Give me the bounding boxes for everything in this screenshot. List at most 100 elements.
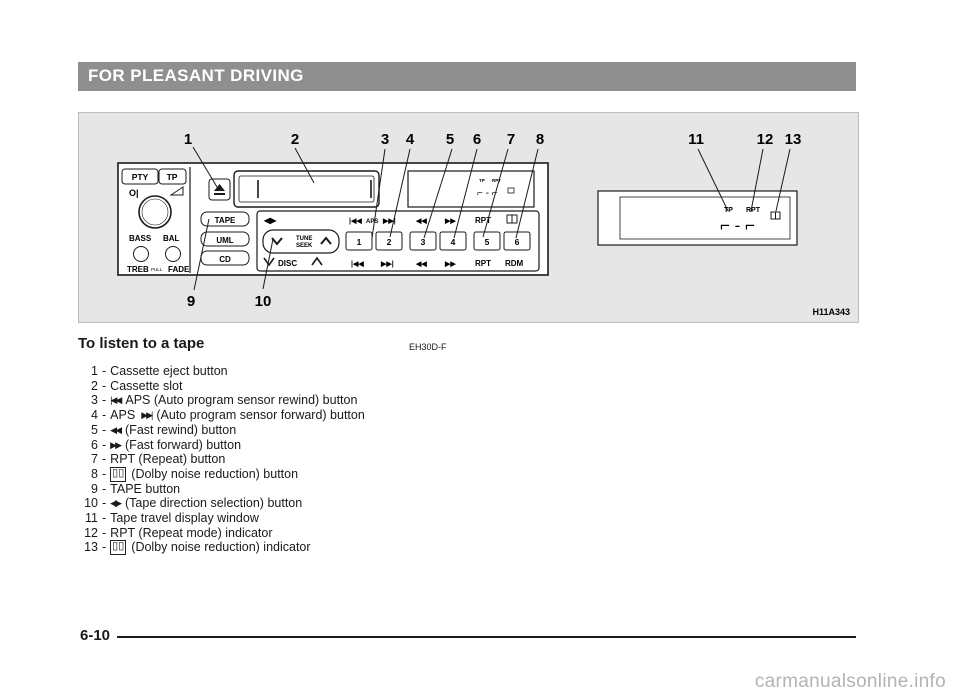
tune-up-icon [320, 236, 332, 245]
skip-forward-icon: ▶▶| [141, 410, 153, 421]
disc-label: DISC [278, 259, 297, 268]
pull-label: PULL [151, 267, 163, 272]
callout-10: 10 [255, 293, 272, 310]
legend-text: (Tape direction selection) button [125, 496, 303, 511]
legend-dash: - [102, 408, 107, 423]
rewind-to-start-icon: |◀◀ [110, 395, 122, 406]
legend-dash: - [102, 422, 107, 437]
legend-text: Cassette slot [110, 378, 183, 393]
legend-number: 12 [84, 525, 98, 540]
treb-label: TREB [127, 265, 149, 274]
page-number: 6-10 [80, 627, 111, 644]
disc-down-icon [263, 257, 275, 267]
preset-label-5: 5 [485, 237, 490, 247]
disc-up-icon [311, 256, 323, 266]
cassette-slot-inner [238, 175, 375, 203]
direction-icon: ◀▶ [263, 216, 277, 225]
legend-dash: - [102, 378, 107, 393]
legend-text: RPT (Repeat) button [110, 452, 226, 467]
dolby-icon: ▯▯ [110, 466, 127, 482]
section-header-bar: FOR PLEASANT DRIVING [78, 62, 856, 91]
callout-2: 2 [291, 131, 299, 148]
disc-rewind-icon: ◀◀ [415, 261, 427, 268]
small-display-dolby [507, 187, 515, 194]
aps-rewind-icon: |◀◀ [349, 218, 362, 225]
small-tape-display [407, 170, 535, 208]
disc-forward-icon: ▶▶ [444, 261, 456, 268]
callout-5: 5 [446, 131, 454, 148]
legend-item: 5-◀◀(Fast rewind) button [78, 423, 478, 438]
legend-dash: - [102, 540, 107, 555]
legend-text: Cassette eject button [110, 364, 228, 378]
bal-label: BAL [163, 234, 180, 243]
legend-dash: - [102, 393, 107, 408]
preset-label-4: 4 [451, 237, 456, 247]
tape-button-label: TAPE [215, 216, 236, 225]
legend-number: 2 [91, 378, 98, 393]
legend-item: 8-▯▯(Dolby noise reduction) button [78, 466, 478, 482]
tp-label: TP [167, 172, 178, 182]
radio-diagram-svg: PTY TP O| BASS BAL TREB PULL FADE TP RPT… [117, 131, 850, 317]
legend-item: 7-RPT (Repeat) button [78, 452, 478, 467]
legend-text: (Fast forward) button [125, 437, 242, 452]
power-icon: O| [129, 188, 139, 198]
small-display-rpt: RPT [492, 178, 501, 183]
fast-forward-icon: ▶▶ [444, 218, 456, 225]
preset-button-1 [345, 231, 373, 251]
legend-item: 10-◀▶(Tape direction selection) button [78, 496, 478, 511]
callout-8: 8 [536, 131, 544, 148]
fast-rewind-icon: ◀◀ [110, 424, 122, 435]
callout-6: 6 [473, 131, 481, 148]
disc-rdm-label: RDM [505, 259, 524, 268]
callout-13: 13 [785, 131, 802, 148]
tape-button [200, 211, 250, 227]
disc-rpt-label: RPT [475, 259, 491, 268]
aps-forward-icon: ▶▶| [382, 218, 396, 225]
legend-dash: - [102, 511, 107, 526]
volume-knob-inner [141, 198, 169, 226]
watermark: carmanualsonline.info [754, 671, 946, 692]
preset-label-6: 6 [515, 237, 520, 247]
legend-text: (Auto program sensor forward) button [156, 408, 365, 423]
callout-9: 9 [187, 293, 195, 310]
eject-icon [214, 184, 225, 195]
preset-label-3: 3 [421, 237, 426, 247]
legend-text: Tape travel display window [110, 511, 259, 526]
small-display-travel: ⌐ - ⌐ [477, 188, 498, 199]
volume-knob [138, 195, 172, 229]
big-display-rpt: RPT [746, 207, 761, 214]
footer-rule [117, 636, 856, 638]
radio-diagram: PTY TP O| BASS BAL TREB PULL FADE TP RPT… [78, 112, 859, 323]
uml-button [200, 231, 250, 247]
callout-7: 7 [507, 131, 515, 148]
callout-3: 3 [381, 131, 389, 148]
legend-prefix: APS [110, 408, 136, 423]
legend-number: 6 [91, 437, 98, 452]
small-display-tp: TP [479, 178, 485, 183]
callout-11: 11 [688, 131, 704, 148]
legend-item: 6-▶▶(Fast forward) button [78, 438, 478, 453]
legend-item: 9-TAPE button [78, 482, 478, 497]
tune-down-icon [271, 237, 283, 246]
fade-label: FADE [168, 265, 190, 274]
callout-12: 12 [757, 131, 774, 148]
legend-number: 10 [84, 496, 98, 511]
figure-code: H11A343 [812, 307, 850, 317]
bal-knob [165, 246, 181, 262]
preset-button-2 [375, 231, 403, 251]
preset-label-1: 1 [357, 237, 362, 247]
fast-rewind-icon: ◀◀ [415, 218, 427, 225]
section-header-title: FOR PLEASANT DRIVING [88, 66, 304, 85]
legend-number: 1 [91, 364, 98, 378]
legend-text: (Fast rewind) button [125, 422, 237, 437]
legend-number: 7 [91, 452, 98, 467]
bass-knob [133, 246, 149, 262]
disc-track-next-icon: ▶▶| [380, 261, 394, 268]
disc-track-back-icon: |◀◀ [351, 261, 364, 268]
legend-dash: - [102, 452, 107, 467]
section-title: To listen to a tape [78, 335, 205, 352]
tp-button [158, 168, 187, 185]
seek-label: SEEK [296, 243, 313, 249]
bass-label: BASS [129, 234, 152, 243]
callout-1: 1 [184, 131, 192, 148]
